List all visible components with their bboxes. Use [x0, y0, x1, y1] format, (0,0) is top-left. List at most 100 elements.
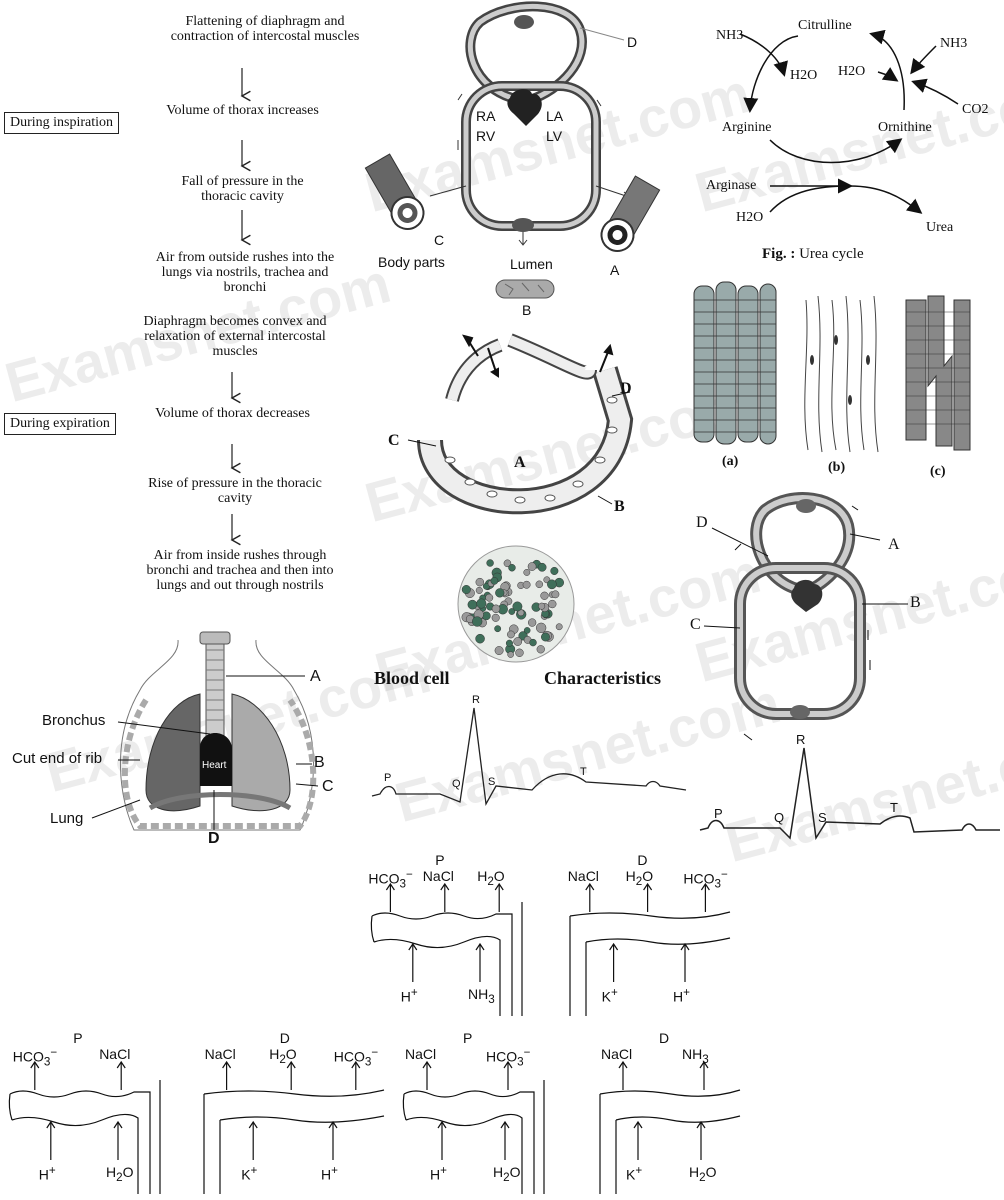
blood-cell: [541, 632, 550, 642]
blood-cell: [538, 602, 546, 610]
nephron-title: D: [637, 852, 648, 868]
blood-cell: [523, 627, 531, 634]
label-b: B: [522, 302, 532, 318]
flow-step: Volume of thorax increases: [166, 103, 319, 118]
ecg-small-t: T: [580, 766, 587, 778]
label-c: C: [434, 232, 445, 248]
ecg-small-p: P: [384, 772, 392, 784]
flow-step: Fall of pressure in the thoracic cavity: [181, 174, 304, 204]
circ-right-a: A: [888, 536, 900, 553]
blood-cell: [513, 637, 523, 646]
blood-cell: [494, 646, 504, 656]
ecg-small-r: R: [472, 694, 480, 706]
label-body-parts: Body parts: [378, 254, 445, 270]
blood-cell: [528, 618, 537, 627]
flow-step: Volume of thorax decreases: [155, 406, 310, 421]
circ-right-d: D: [696, 514, 708, 531]
nephron-top-ion: H2O: [625, 868, 654, 888]
blood-cell: [486, 559, 494, 567]
nephron-top-ion: HCO3−: [486, 1046, 531, 1069]
ornithine: Ornithine: [878, 120, 932, 135]
nephron-top-ion: H2O: [477, 868, 505, 888]
blood-cell: [475, 577, 485, 587]
nephron-bottom-ion: H+: [38, 1164, 56, 1183]
blood-cell: [495, 588, 505, 598]
flow-step: Air from inside rushes through bronchi a…: [146, 548, 334, 593]
nephron-title: D: [279, 1030, 290, 1046]
nephron-title: D: [659, 1030, 670, 1046]
nephron-bottom-ion: H2O: [106, 1164, 134, 1184]
muscle-label-b: (b): [828, 460, 846, 475]
nephron-tubule: [370, 882, 523, 1016]
nephron-tubule: [203, 1060, 385, 1194]
expiration-label: During expiration: [4, 413, 116, 435]
arginine: Arginine: [722, 120, 772, 135]
lungs-label-a: A: [310, 668, 321, 685]
nephron-bottom-ion: H+: [430, 1164, 447, 1183]
nephron-top-ion: NaCl: [567, 868, 599, 884]
nephron-tubule: [599, 1060, 741, 1194]
blood-cell: [490, 577, 499, 585]
blood-cell: [523, 569, 531, 576]
blood-cell: [507, 630, 515, 639]
blood-cell: [475, 586, 483, 594]
nephron-top-ion: NH3: [682, 1046, 709, 1066]
blood-cell: [535, 622, 547, 634]
nephron-bottom-ion: H2O: [493, 1164, 521, 1184]
blood-cell: [485, 593, 494, 602]
h2o-top-right: H2O: [838, 64, 866, 79]
nephron-bottom-ion: H+: [400, 986, 418, 1005]
nephron-top-ion: NaCl: [99, 1046, 131, 1062]
blood-cell: [515, 648, 524, 657]
nh3-left: NH3: [716, 28, 744, 43]
caption-prefix: Fig. :: [762, 246, 796, 262]
nephron-top-ion: NaCl: [204, 1046, 236, 1062]
blood-cell: [508, 564, 516, 572]
blood-cell: [475, 633, 485, 644]
muscle-label-a: (a): [722, 454, 739, 469]
blood-cell: [536, 645, 545, 654]
inspiration-label: During inspiration: [4, 112, 120, 134]
urea-caption: Fig. : Urea cycle: [762, 246, 864, 263]
nephron-tubule: [569, 882, 731, 1016]
blood-cell: [494, 625, 502, 633]
blood-cell: [512, 601, 523, 612]
nephron-top-ion: NaCl: [405, 1046, 437, 1062]
blood-cell: [503, 559, 512, 568]
circ-right-b: B: [910, 594, 921, 611]
blood-cell: [527, 562, 537, 571]
ecg-small-s: S: [488, 776, 496, 788]
alveolus-label-b: B: [614, 498, 625, 515]
muscle-label-c: (c): [930, 464, 946, 479]
lungs-label-bronchus: Bronchus: [42, 712, 106, 729]
label-a: A: [610, 262, 620, 278]
nephron-top-ion: HCO3−: [12, 1046, 58, 1069]
blood-cell: [522, 580, 531, 589]
nephron-bottom-ion: H+: [321, 1164, 338, 1183]
flow-step: Flattening of diaphragm and contraction …: [170, 14, 360, 44]
lungs-label-c: C: [322, 778, 334, 795]
blood-cell: [555, 623, 563, 631]
h2o-top-left: H2O: [790, 68, 818, 83]
nephron-bottom-ion: NH3: [468, 986, 495, 1006]
nephron-top-ion: HCO3−: [333, 1046, 379, 1069]
blood-cell-label: Blood cell: [374, 668, 450, 688]
blood-cell: [550, 566, 559, 575]
alveolus-label-a: A: [514, 454, 526, 471]
flow-step: Air from outside rushes into the lungs v…: [155, 250, 335, 295]
urea: Urea: [926, 220, 954, 235]
alveolus-label-c: C: [388, 432, 400, 449]
